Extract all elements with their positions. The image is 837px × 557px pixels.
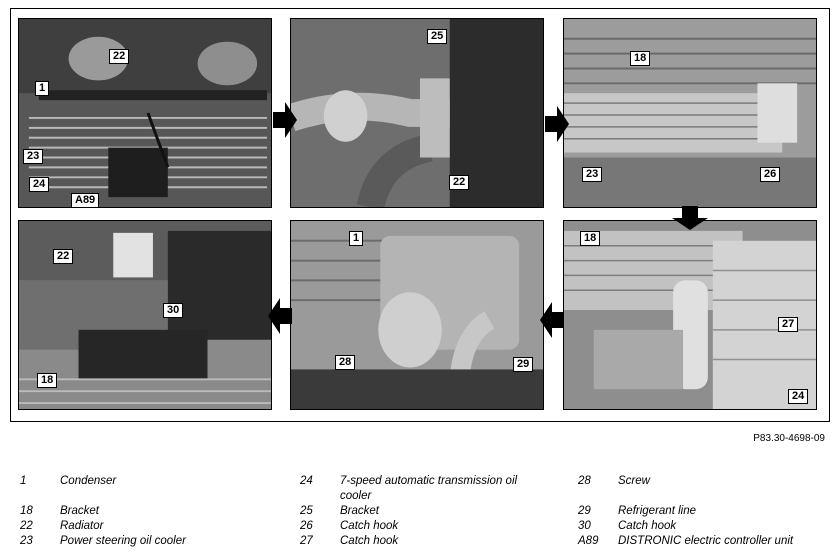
photo-panel-1-image xyxy=(19,19,271,207)
callout-22c: 22 xyxy=(53,249,74,264)
figure-code: P83.30-4698-09 xyxy=(753,433,825,444)
callout-22b: 22 xyxy=(449,175,470,190)
legend-text: Catch hook xyxy=(340,520,399,532)
callout-18: 18 xyxy=(630,51,651,66)
photo-panel-4: 22 30 18 xyxy=(18,220,272,410)
callout-1b: 1 xyxy=(349,231,364,246)
callout-22: 22 xyxy=(109,49,130,64)
legend-text: Radiator xyxy=(60,520,104,532)
legend-text: Bracket xyxy=(340,505,379,517)
photo-panel-2: 25 22 xyxy=(290,18,544,208)
legend-text: cooler xyxy=(340,490,372,502)
legend-number: 22 xyxy=(20,520,33,532)
callout-25: 25 xyxy=(427,29,448,44)
photo-panel-3-image xyxy=(564,19,816,207)
legend-number: 27 xyxy=(300,535,313,547)
callout-27: 27 xyxy=(778,317,799,332)
legend-text: Catch hook xyxy=(618,520,677,532)
arrow-right-icon xyxy=(545,106,569,142)
photo-panel-6-image xyxy=(564,221,816,409)
legend-text: Screw xyxy=(618,475,650,487)
arrow-down-icon xyxy=(672,206,708,230)
photo-panel-5-image xyxy=(291,221,543,409)
legend-text: DISTRONIC electric controller unit xyxy=(618,535,794,547)
legend-number: 30 xyxy=(578,520,591,532)
callout-23: 23 xyxy=(23,149,44,164)
callout-24: 24 xyxy=(29,177,50,192)
legend-text: 7-speed automatic transmission oil xyxy=(340,475,518,487)
legend-number: 23 xyxy=(20,535,33,547)
photo-panel-5: 1 28 29 xyxy=(290,220,544,410)
callout-23b: 23 xyxy=(582,167,603,182)
photo-panel-6: 18 27 24 xyxy=(563,220,817,410)
legend-number: 26 xyxy=(300,520,313,532)
legend-number: 1 xyxy=(20,475,27,487)
legend-number: 28 xyxy=(578,475,591,487)
legend: 1 Condenser 18 Bracket 22 Radiator 23 Po… xyxy=(20,474,820,554)
photo-panel-3: 18 23 26 xyxy=(563,18,817,208)
callout-1: 1 xyxy=(35,81,50,96)
callout-29: 29 xyxy=(513,357,534,372)
legend-number: 24 xyxy=(300,475,313,487)
photo-panel-1: 1 22 23 24 A89 xyxy=(18,18,272,208)
callout-a89: A89 xyxy=(71,193,100,207)
callout-28: 28 xyxy=(335,355,356,370)
legend-text: Power steering oil cooler xyxy=(60,535,186,547)
legend-text: Condenser xyxy=(60,475,117,487)
arrow-left-icon xyxy=(540,302,564,338)
callout-18c: 18 xyxy=(580,231,601,246)
legend-number: 18 xyxy=(20,505,33,517)
photo-panel-2-image xyxy=(291,19,543,207)
legend-text: Catch hook xyxy=(340,535,399,547)
legend-text: Bracket xyxy=(60,505,99,517)
legend-number: 29 xyxy=(578,505,591,517)
arrow-right-icon xyxy=(273,102,297,138)
callout-26: 26 xyxy=(760,167,781,182)
arrow-left-icon xyxy=(268,298,292,334)
callout-18b: 18 xyxy=(37,373,58,388)
legend-text: Refrigerant line xyxy=(618,505,696,517)
legend-number: 25 xyxy=(300,505,313,517)
legend-number: A89 xyxy=(578,535,599,547)
callout-24b: 24 xyxy=(788,389,809,404)
callout-30: 30 xyxy=(163,303,184,318)
